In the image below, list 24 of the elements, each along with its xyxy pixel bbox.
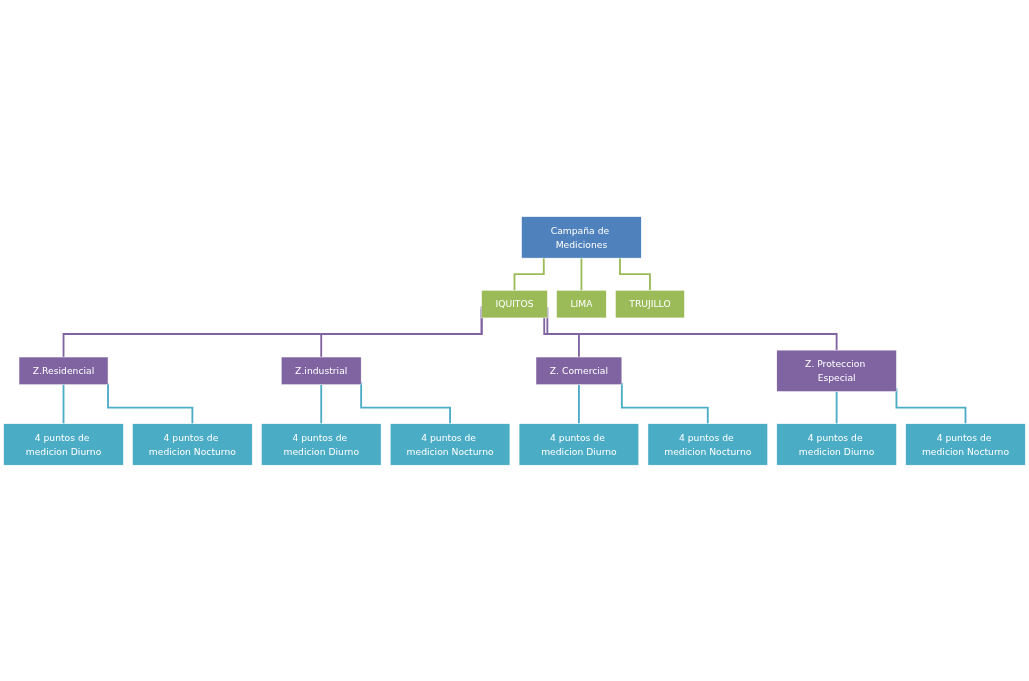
node-box: 4 puntos de medicion Diurno (3, 423, 124, 465)
node-box: 4 puntos de medicion Nocturno (132, 423, 253, 465)
node-box: Z.industrial (281, 356, 362, 385)
node-box: 4 puntos de medicion Diurno (261, 423, 382, 465)
connector (835, 390, 838, 425)
node-box: Z. Comercial (535, 356, 623, 385)
node-box: 4 puntos de medicion Nocturno (647, 423, 768, 465)
connector (619, 256, 651, 291)
node-box: 4 puntos de medicion Nocturno (905, 423, 1026, 465)
node-box: Z. Proteccion Especial (776, 349, 897, 392)
connector (580, 256, 583, 291)
node-box: Z.Residencial (18, 356, 109, 385)
node-box: 4 puntos de medicion Nocturno (390, 423, 511, 465)
node-box: Campaña de Mediciones (521, 216, 642, 258)
node-box: TRUJILLO (615, 289, 685, 318)
connector (62, 383, 65, 425)
node-box: IQUITOS (481, 289, 548, 318)
node-box: 4 puntos de medicion Diurno (518, 423, 639, 465)
connector (543, 316, 580, 358)
connector (513, 256, 545, 291)
node-box: 4 puntos de medicion Diurno (776, 423, 897, 465)
connector (578, 383, 580, 425)
connector (320, 383, 323, 425)
node-box: LIMA (556, 289, 607, 318)
